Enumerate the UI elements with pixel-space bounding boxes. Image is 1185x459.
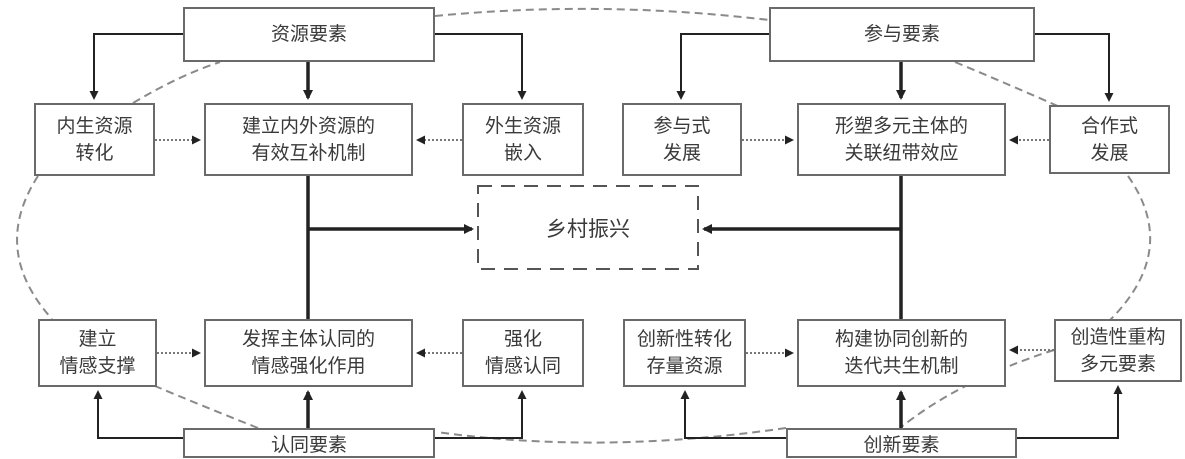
identity-left-box: 建立 情感支撑: [38, 319, 157, 387]
innovation-left-box: 创新性转化 存量资源: [623, 319, 746, 387]
participation-right-box: 合作式 发展: [1049, 105, 1170, 174]
dashed-curve-bottom: [436, 427, 787, 444]
dashed-curve-top: [434, 7, 770, 21]
participation-left-box: 参与式 发展: [622, 103, 742, 176]
dashed-curve-bottom-left: [154, 385, 259, 429]
resource-left-label: 内生资源 转化: [56, 114, 133, 164]
innovation-to-left-arrow: [680, 390, 786, 439]
resource-right-box: 外生资源 嵌入: [462, 103, 584, 176]
identity-left-label: 建立 情感支撑: [59, 328, 136, 377]
dashed-curve-top-left: [132, 61, 221, 104]
resource-middle-box: 建立内外资源的 有效互补机制: [204, 103, 413, 176]
participation-middle-box: 形塑多元主体的 关联纽带效应: [797, 103, 1006, 176]
dashed-curve-top-right: [954, 61, 1061, 108]
innovation-connectors: [680, 345, 1123, 439]
identity-middle-label: 发挥主体认同的 情感强化作用: [241, 328, 375, 377]
innovation-right-box: 创造性重构 多元要素: [1054, 319, 1182, 382]
center-dashed-border: [477, 185, 699, 270]
innovation-element-box: 创新要素: [786, 428, 1017, 458]
identity-element-box: 认同要素: [183, 428, 435, 458]
participation-connectors: [676, 33, 1114, 145]
participation-to-right-arrow: [1035, 33, 1114, 102]
resource-connectors: [89, 33, 527, 145]
resource-to-left-arrow: [89, 33, 183, 100]
center-label: 乡村振兴: [546, 216, 630, 241]
resource-element-box: 资源要素: [183, 7, 435, 62]
innovation-middle-box: 构建协同创新的 迭代共生机制: [797, 319, 1006, 387]
resource-to-right-arrow: [435, 33, 527, 100]
dashed-curve-left: [16, 175, 53, 320]
innovation-to-right-arrow: [1017, 385, 1123, 439]
identity-connectors: [98, 348, 527, 439]
innovation-middle-label: 构建协同创新的 迭代共生机制: [834, 328, 968, 377]
resource-element-label: 资源要素: [270, 23, 347, 45]
participation-to-left-arrow: [676, 33, 769, 100]
innovation-element-label: 创新要素: [863, 434, 940, 456]
participation-left-label: 参与式 发展: [653, 114, 711, 164]
innovation-right-label: 创造性重构 多元要素: [1070, 325, 1166, 375]
participation-element-label: 参与要素: [863, 23, 940, 45]
identity-right-box: 强化 情感认同: [462, 319, 584, 387]
innovation-left-label: 创新性转化 存量资源: [636, 328, 732, 377]
identity-right-label: 强化 情感认同: [484, 328, 561, 377]
identity-element-label: 认同要素: [270, 434, 347, 456]
center-node-rural-revitalization: 乡村振兴: [478, 186, 698, 269]
center-trunks: [306, 176, 903, 319]
identity-to-right-arrow: [435, 390, 527, 439]
identity-middle-box: 发挥主体认同的 情感强化作用: [204, 319, 413, 387]
participation-right-label: 合作式 发展: [1080, 114, 1138, 164]
resource-left-box: 内生资源 转化: [34, 103, 155, 176]
identity-to-left-arrow: [98, 392, 183, 439]
participation-element-box: 参与要素: [769, 7, 1035, 62]
dashed-curve-right: [1109, 175, 1152, 321]
participation-middle-label: 形塑多元主体的 关联纽带效应: [834, 114, 968, 164]
resource-right-label: 外生资源 嵌入: [484, 114, 561, 164]
resource-middle-label: 建立内外资源的 有效互补机制: [241, 114, 375, 164]
